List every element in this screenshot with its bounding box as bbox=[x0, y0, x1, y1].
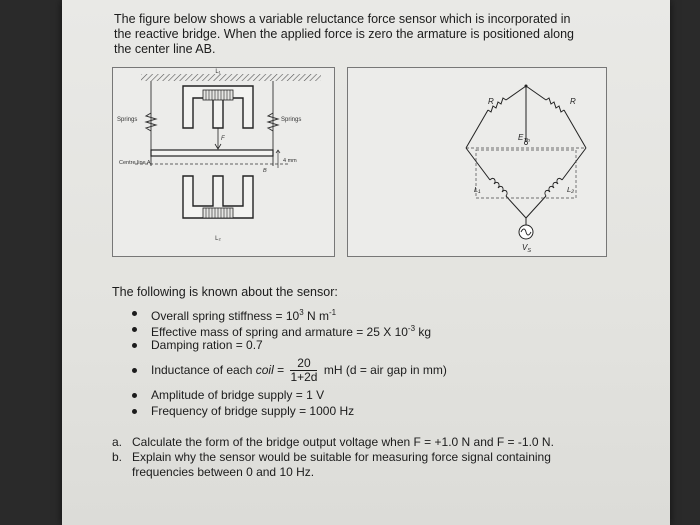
list-item: Effective mass of spring and armature = … bbox=[130, 321, 447, 339]
question-item: a.Calculate the form of the bridge outpu… bbox=[112, 435, 554, 449]
list-item: Amplitude of bridge supply = 1 V bbox=[130, 387, 447, 403]
list-item: Frequency of bridge supply = 1000 Hz bbox=[130, 403, 447, 419]
resistor-r-right bbox=[545, 97, 565, 113]
springs-left-label: Springs bbox=[117, 117, 137, 123]
sensor-diagram: L₁ Springs Springs F Centre line A 4 mm … bbox=[112, 67, 335, 257]
inductor-l1 bbox=[489, 177, 508, 197]
list-item: Damping ration = 0.7 bbox=[130, 337, 447, 353]
upper-core bbox=[182, 85, 254, 129]
centre-line-label: Centre line A bbox=[119, 160, 151, 166]
eth-label: ETh bbox=[518, 133, 530, 144]
right-spring bbox=[266, 112, 280, 132]
bridge-circuit: R R ETh L₁ L₂ VS bbox=[347, 67, 607, 257]
l2-label: L₂ bbox=[567, 185, 574, 194]
top-support bbox=[141, 74, 321, 81]
known-heading: The following is known about the sensor: bbox=[112, 285, 338, 299]
point-b-label: B bbox=[263, 168, 267, 174]
r-left-label: R bbox=[488, 97, 494, 106]
question-item: b.Explain why the sensor would be suitab… bbox=[112, 450, 551, 479]
vs-label: VS bbox=[522, 243, 531, 254]
l1-label: L₁ bbox=[474, 185, 481, 194]
sensor-diagram-svg: L₁ Springs Springs F Centre line A 4 mm … bbox=[117, 69, 321, 242]
lower-core bbox=[182, 175, 254, 219]
property-list: Overall spring stiffness = 103 N m-1 Eff… bbox=[130, 305, 447, 419]
r-right-label: R bbox=[570, 97, 576, 106]
resistor-r-left bbox=[487, 97, 507, 113]
gap-label: 4 mm bbox=[283, 158, 297, 164]
force-label: F bbox=[221, 136, 225, 142]
springs-right-label: Springs bbox=[281, 117, 301, 123]
bottom-coil-label: L₂ bbox=[215, 236, 221, 242]
inductor-l2 bbox=[544, 177, 563, 197]
question-list: a.Calculate the form of the bridge outpu… bbox=[112, 435, 612, 480]
armature bbox=[150, 149, 274, 157]
bridge-circuit-svg: R R ETh L₁ L₂ VS bbox=[465, 84, 587, 254]
document-page: The figure below shows a variable reluct… bbox=[62, 0, 670, 525]
list-item: Overall spring stiffness = 103 N m-1 bbox=[130, 305, 447, 323]
intro-paragraph: The figure below shows a variable reluct… bbox=[114, 12, 574, 56]
top-coil-label: L₁ bbox=[215, 69, 220, 75]
left-spring bbox=[144, 112, 158, 132]
